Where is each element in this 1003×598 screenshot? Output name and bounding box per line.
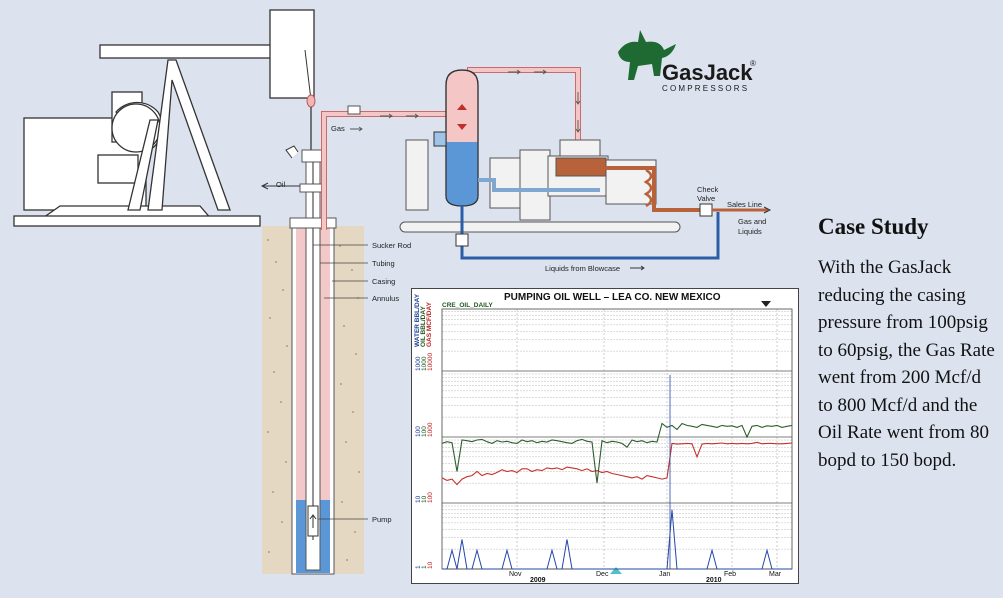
label-sales-line: Sales Line bbox=[727, 200, 762, 209]
blowcase-liquid bbox=[446, 142, 478, 206]
label-tubing: Tubing bbox=[372, 259, 395, 268]
y-tick-label: 1000 bbox=[415, 356, 422, 371]
carrier-bar bbox=[306, 94, 316, 108]
x-tick-month: Feb bbox=[724, 571, 736, 578]
chart-svg: PUMPING OIL WELL – LEA CO. NEW MEXICO CR… bbox=[414, 292, 793, 584]
chart-grid bbox=[441, 308, 793, 570]
y-tick-label: 1000 bbox=[421, 356, 428, 371]
y-tick-label: 10000 bbox=[427, 353, 434, 371]
label-valve: Valve bbox=[697, 194, 715, 203]
pumpjack bbox=[13, 9, 315, 227]
logo-sub: COMPRESSORS bbox=[662, 84, 749, 93]
arrow-up-icon bbox=[457, 104, 467, 110]
earth-texture bbox=[267, 239, 360, 561]
y-tick-label: 100 bbox=[427, 492, 434, 503]
event-triangle-icon bbox=[610, 567, 622, 574]
pump-arrow-icon bbox=[309, 514, 317, 528]
label-liquids: Liquids bbox=[738, 227, 762, 236]
label-liquids-from-blowcase: Liquids from Blowcase bbox=[545, 264, 620, 273]
x-tick-month: Nov bbox=[509, 571, 522, 578]
marker-triangle-icon bbox=[761, 301, 771, 307]
series-line-2 bbox=[442, 509, 792, 570]
case-study-body: With the GasJack reducing the casing pre… bbox=[818, 257, 995, 471]
series-line-0 bbox=[441, 441, 793, 486]
check-valve-icon bbox=[699, 203, 713, 217]
y-axis-labels: WATER BBL/DAY OIL BBL/DAY GAS MCF/DAY bbox=[414, 293, 433, 347]
donkey-icon bbox=[618, 30, 676, 80]
logo-brand: GasJack bbox=[662, 60, 753, 85]
label-gas: Gas bbox=[331, 124, 345, 133]
gasjack-logo: GasJack ® COMPRESSORS bbox=[618, 30, 756, 93]
wellhead-valve-icon bbox=[285, 145, 299, 159]
ylabel-gas: GAS MCF/DAY bbox=[426, 301, 433, 347]
bridle-line bbox=[304, 49, 312, 101]
arrow-down-icon bbox=[457, 124, 467, 130]
y-tick-label: 10 bbox=[421, 495, 428, 503]
sales-arrow-icon bbox=[763, 206, 772, 214]
label-oil: Oil bbox=[276, 180, 286, 189]
chart-legend: CRE_OIL_DAILY bbox=[442, 302, 493, 309]
chart-series bbox=[441, 422, 793, 570]
label-sucker-rod: Sucker Rod bbox=[372, 241, 411, 250]
cooler-coil bbox=[643, 168, 653, 208]
liquids-arrow-icon bbox=[630, 265, 645, 271]
y-tick-label: 1 bbox=[415, 565, 422, 569]
gas-flow-arrows bbox=[350, 69, 581, 133]
x-tick-month: Mar bbox=[769, 571, 782, 578]
series-line-1 bbox=[441, 422, 793, 484]
y-tick-label: 1000 bbox=[427, 422, 434, 437]
case-study-title: Case Study bbox=[818, 214, 929, 239]
earth-left bbox=[262, 226, 292, 574]
label-pump: Pump bbox=[372, 515, 392, 524]
blue-gas-line bbox=[478, 178, 600, 192]
compressor-skid bbox=[399, 139, 681, 233]
liquids-line bbox=[460, 206, 720, 260]
x-tick-month: Dec bbox=[596, 571, 609, 578]
label-annulus: Annulus bbox=[372, 294, 399, 303]
production-chart: PUMPING OIL WELL – LEA CO. NEW MEXICO CR… bbox=[411, 288, 799, 584]
leader-lines bbox=[313, 244, 368, 520]
x-tick-year: 2009 bbox=[530, 577, 546, 583]
case-study: Case Study With the GasJack reducing the… bbox=[818, 214, 1000, 474]
y-tick-label: 1 bbox=[421, 565, 428, 569]
oil-arrow-icon bbox=[260, 182, 269, 190]
label-check: Check bbox=[697, 185, 719, 194]
y-tick-label: 100 bbox=[421, 426, 428, 437]
earth-right bbox=[334, 226, 364, 574]
blowcase-fitting bbox=[433, 131, 447, 147]
x-tick-year: 2010 bbox=[706, 577, 722, 583]
x-tick-month: Jan bbox=[659, 571, 670, 578]
gas-valve-icon bbox=[347, 105, 361, 115]
stuffing-box bbox=[301, 149, 325, 163]
ylabel-water: WATER BBL/DAY bbox=[414, 293, 421, 347]
wellhead bbox=[289, 217, 337, 229]
liquids-valve-icon bbox=[455, 233, 469, 247]
label-gas-and: Gas and bbox=[738, 217, 766, 226]
x-ticks: Nov Dec Jan Feb Mar 2009 2010 bbox=[509, 571, 782, 584]
discharge-line bbox=[604, 166, 700, 212]
compressor-head bbox=[555, 157, 607, 177]
y-tick-label: 10 bbox=[415, 495, 422, 503]
label-casing: Casing bbox=[372, 277, 395, 286]
chart-title: PUMPING OIL WELL – LEA CO. NEW MEXICO bbox=[504, 292, 721, 303]
logo-registered: ® bbox=[750, 59, 756, 68]
ylabel-oil: OIL BBL/DAY bbox=[420, 306, 427, 347]
y-tick-label: 100 bbox=[415, 426, 422, 437]
y-tick-label: 10 bbox=[427, 561, 434, 569]
